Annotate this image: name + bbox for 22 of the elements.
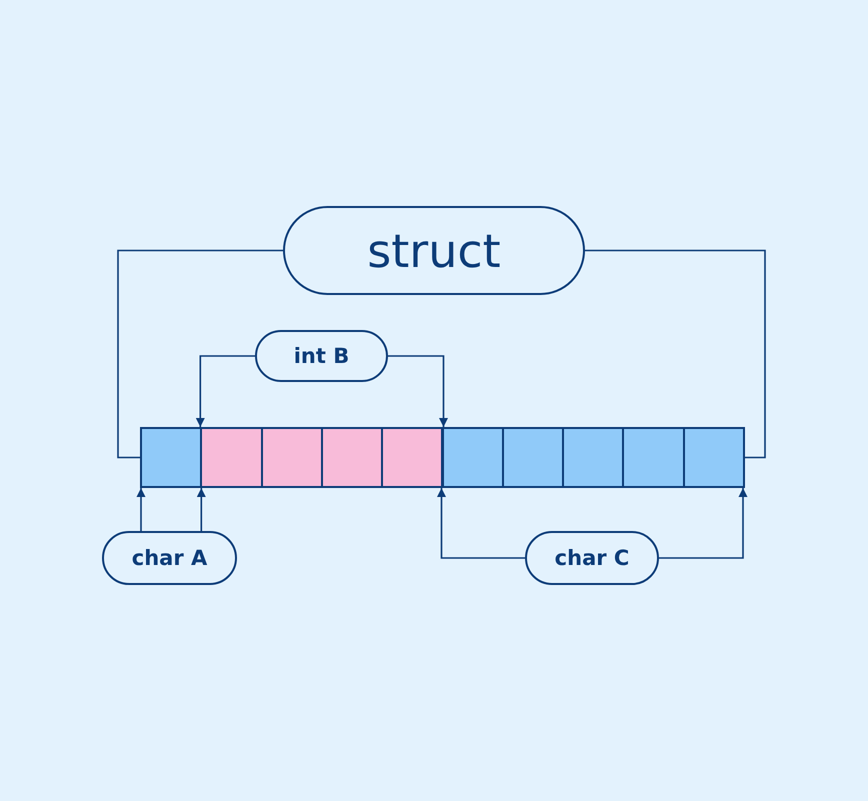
arrow bbox=[196, 488, 206, 531]
label-pill: char C bbox=[525, 531, 659, 585]
memory-cell bbox=[260, 427, 323, 488]
title-pill: struct bbox=[283, 206, 585, 295]
memory-cell bbox=[442, 427, 504, 488]
label-pill: int B bbox=[255, 330, 388, 382]
memory-cell bbox=[622, 427, 685, 488]
memory-cell bbox=[381, 427, 444, 488]
arrow bbox=[437, 488, 525, 559]
connector-line bbox=[117, 250, 283, 458]
arrow bbox=[388, 355, 448, 427]
memory-cell bbox=[200, 427, 263, 488]
memory-cell bbox=[682, 427, 745, 488]
label-pill: char A bbox=[102, 531, 237, 585]
arrow bbox=[659, 488, 748, 559]
memory-cell bbox=[562, 427, 624, 488]
memory-cell bbox=[320, 427, 384, 488]
memory-cell bbox=[140, 427, 202, 488]
memory-cell bbox=[502, 427, 564, 488]
arrow bbox=[196, 355, 255, 427]
arrow bbox=[136, 488, 146, 531]
connector-line bbox=[585, 250, 766, 458]
